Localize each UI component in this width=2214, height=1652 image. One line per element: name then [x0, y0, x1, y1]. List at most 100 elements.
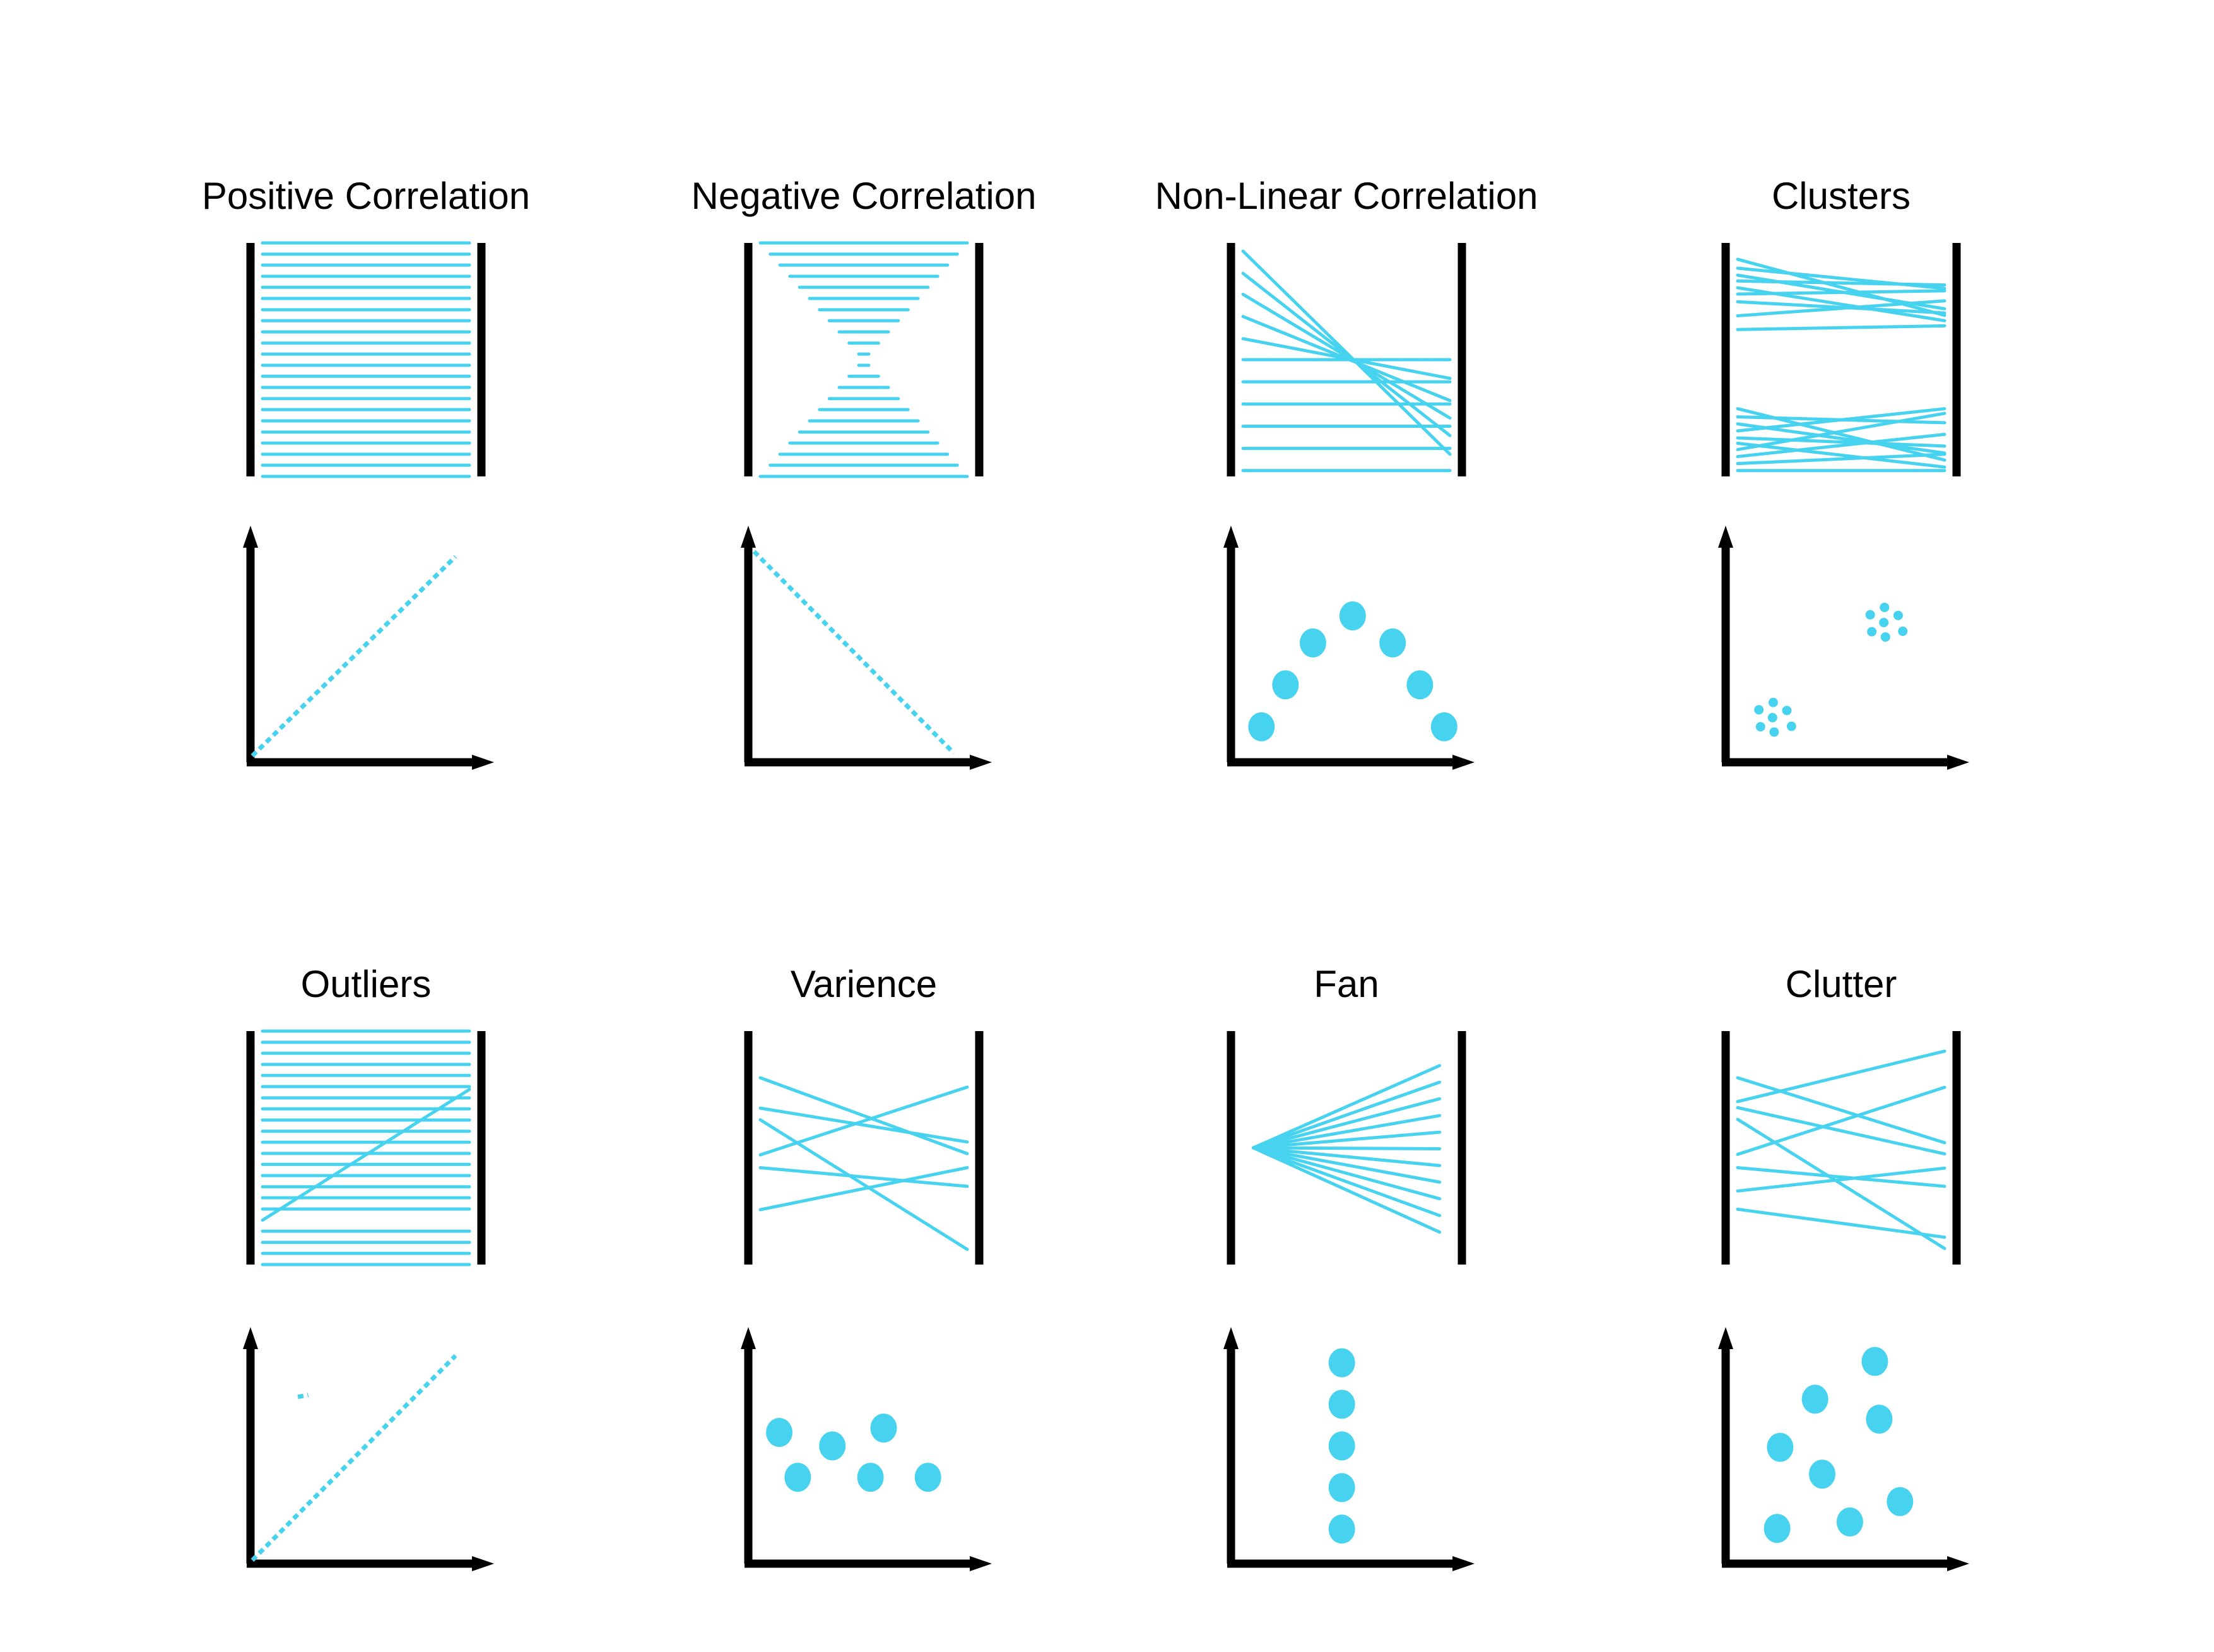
panel-title: Outliers [300, 962, 432, 1005]
pc-line [1251, 1146, 1442, 1184]
scatter-dot [1801, 1384, 1828, 1414]
pc-line [1736, 411, 1946, 451]
pc-line [1736, 289, 1946, 296]
scatter-dot [1328, 1389, 1355, 1419]
y-axis-arrow-icon [1718, 526, 1733, 548]
scatter-mini-dot [1880, 632, 1890, 642]
pc-line [1241, 292, 1452, 420]
scatter-mini-dot [1893, 610, 1903, 620]
pc-line [1251, 1146, 1442, 1201]
pc-line [1251, 1114, 1442, 1150]
pc-line [1736, 324, 1946, 331]
pc-line [1736, 436, 1946, 448]
pc-line [758, 1076, 969, 1155]
scatter-dot [1430, 712, 1457, 741]
scatter-dashed-line [752, 550, 956, 755]
pc-line [1251, 1146, 1442, 1217]
scatter-dot [1299, 628, 1326, 658]
scatter-mini-dot [1755, 722, 1765, 732]
panel-positive-correlation: Positive Correlation [145, 142, 587, 776]
scatter-dot [1248, 712, 1275, 741]
scatter-mini-dot [1880, 603, 1890, 613]
panel-varience: Varience [643, 930, 1085, 1571]
scatter-dot [1808, 1460, 1835, 1489]
scatter-dot [819, 1431, 846, 1461]
parallel-coordinates-plot [1227, 243, 1466, 476]
pc-line [1736, 441, 1946, 469]
pc-line [1251, 1146, 1442, 1167]
x-axis-arrow-icon [970, 755, 992, 770]
y-axis-arrow-icon [243, 1327, 258, 1349]
y-axis-arrow-icon [1223, 1327, 1239, 1349]
pc-line [1736, 279, 1946, 287]
pc-line [1251, 1080, 1442, 1150]
x-axis-arrow-icon [472, 755, 494, 770]
pc-line [1251, 1130, 1442, 1150]
scatter-dot [870, 1413, 897, 1443]
panel-outliers: Outliers [145, 930, 587, 1571]
parallel-coordinates-plot [1227, 1031, 1466, 1265]
x-axis-arrow-icon [472, 1556, 494, 1571]
scatter-plot [243, 1327, 494, 1571]
y-axis-arrow-icon [741, 526, 756, 548]
scatter-mini-dot [1769, 727, 1779, 737]
panel-non-linear-correlation: Non-Linear Correlation [1126, 142, 1567, 776]
scatter-dot [1767, 1432, 1794, 1462]
scatter-mini-dot [1782, 705, 1792, 716]
panel-title: Fan [1314, 962, 1379, 1005]
pc-line [758, 1106, 969, 1144]
scatter-mini-dot [1768, 697, 1778, 707]
panel-clutter: Clutter [1620, 930, 2062, 1571]
pc-line [1251, 1064, 1442, 1150]
pc-line [758, 1165, 969, 1212]
scatter-plot [741, 1327, 992, 1571]
pc-line [261, 1088, 471, 1222]
pc-line [1736, 257, 1946, 317]
pc-line [1736, 1118, 1946, 1250]
parallel-coordinates-plot [1721, 243, 1961, 476]
y-axis-arrow-icon [1223, 526, 1239, 548]
pc-line [1736, 432, 1946, 459]
scatter-plot [1718, 1327, 1969, 1571]
scatter-dot [1866, 1404, 1893, 1434]
pc-line [1736, 1076, 1946, 1145]
scatter-dot [857, 1463, 884, 1492]
pc-line [1251, 1097, 1442, 1150]
pc-line [758, 1165, 969, 1188]
pc-line [758, 1118, 969, 1251]
scatter-dot [1328, 1431, 1355, 1461]
scatter-dot [1861, 1347, 1888, 1376]
scatter-dashed-line [250, 1354, 457, 1562]
scatter-dot [1764, 1514, 1791, 1543]
scatter-mini-dot [1786, 721, 1796, 731]
pc-line [1251, 1146, 1442, 1234]
scatter-mini-dot [1865, 610, 1875, 620]
scatter-dot [766, 1418, 793, 1448]
scatter-plot [1223, 1327, 1475, 1571]
scatter-plot [1223, 526, 1475, 770]
scatter-dot [1328, 1348, 1355, 1378]
y-axis-arrow-icon [243, 526, 258, 548]
scatter-dot [914, 1463, 941, 1492]
scatter-mini-dot [1867, 627, 1877, 637]
parallel-coordinates-plot [1721, 1031, 1961, 1265]
scatter-plot [741, 526, 992, 770]
parallel-coordinates-plot [246, 241, 486, 478]
scatter-dot [1328, 1473, 1355, 1502]
pc-line [1736, 1085, 1946, 1156]
scatter-dot [1406, 670, 1434, 700]
pc-line [1736, 299, 1946, 317]
scatter-dashed-line [250, 555, 457, 758]
pc-line [1736, 1166, 1946, 1193]
parallel-coordinates-plot [744, 241, 984, 478]
scatter-dot [1339, 601, 1366, 631]
panel-title: Negative Correlation [691, 174, 1037, 217]
pc-line [1736, 1165, 1946, 1188]
scatter-dot [1836, 1507, 1863, 1537]
x-axis-arrow-icon [1452, 1556, 1475, 1571]
scatter-dot [1272, 670, 1299, 700]
pc-line [758, 1085, 969, 1157]
pc-line [1736, 452, 1946, 466]
panel-fan: Fan [1126, 930, 1567, 1571]
x-axis-arrow-icon [1452, 755, 1475, 770]
